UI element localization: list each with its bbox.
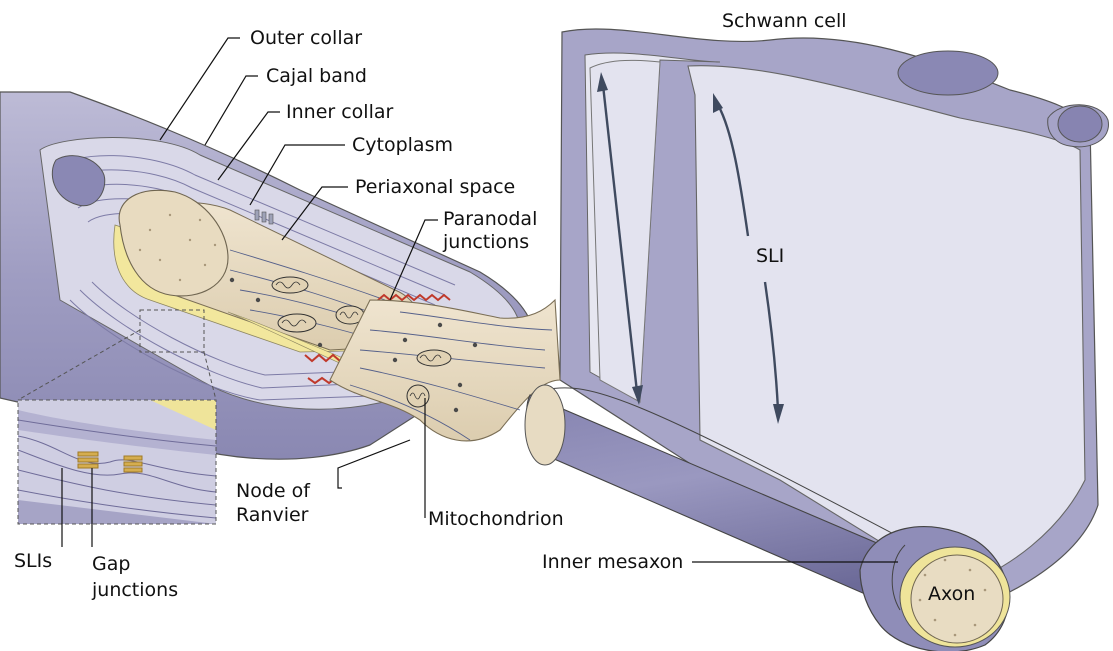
label-periaxonal-space: Periaxonal space	[355, 176, 515, 198]
label-node-line1: Node of	[236, 480, 311, 502]
label-sli: SLI	[756, 245, 784, 267]
label-inner-collar: Inner collar	[286, 101, 393, 123]
label-axon: Axon	[928, 583, 975, 605]
label-outer-collar: Outer collar	[250, 27, 362, 49]
label-cajal-band: Cajal band	[266, 65, 367, 87]
label-paranodal-line2: junctions	[442, 231, 529, 253]
label-gap-line2: junctions	[91, 579, 178, 601]
label-gap-line1: Gap	[92, 553, 130, 575]
label-schwann-cell: Schwann cell	[722, 10, 847, 32]
label-node-line2: Ranvier	[236, 504, 309, 526]
label-inner-mesaxon: Inner mesaxon	[542, 551, 683, 573]
label-mitochondrion: Mitochondrion	[428, 508, 564, 530]
label-slis: SLIs	[14, 550, 52, 572]
label-cytoplasm: Cytoplasm	[352, 134, 453, 156]
label-paranodal-line1: Paranodal	[443, 208, 537, 230]
